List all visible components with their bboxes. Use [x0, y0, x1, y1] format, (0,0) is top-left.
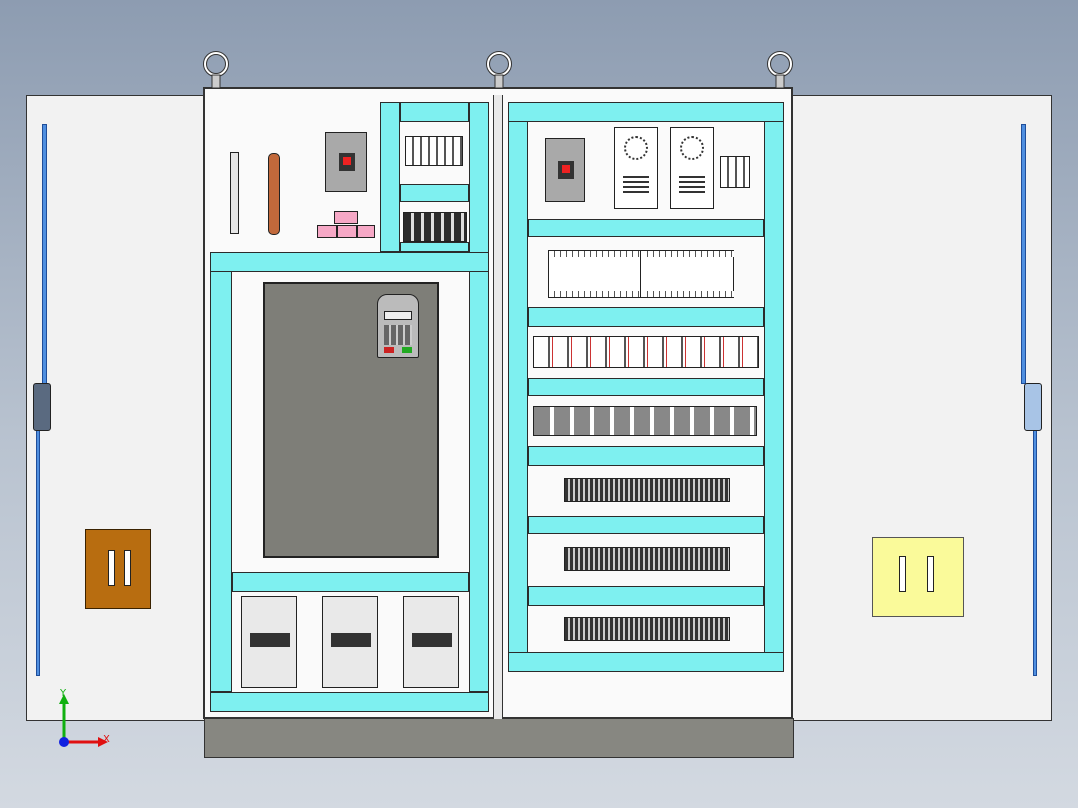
right-duct-rung — [528, 378, 764, 396]
terminal-strip-row — [564, 547, 730, 571]
vent-slots — [679, 176, 705, 194]
plc-io-module — [642, 251, 734, 297]
y-axis-label: Y — [60, 688, 67, 699]
fan-icon — [680, 136, 704, 160]
left-duct-rung — [400, 242, 469, 252]
fuse-block — [317, 225, 337, 238]
cabinet-plinth — [204, 718, 794, 758]
right-duct-rung — [528, 219, 764, 237]
cabinet-center-divider — [493, 95, 503, 719]
lifting-eyes — [203, 51, 793, 89]
right-door-latch — [1024, 383, 1042, 431]
left-duct-outer-left — [210, 252, 232, 692]
left-door-rod — [42, 124, 47, 384]
lifting-eye-icon — [486, 51, 512, 89]
left-duct-rung — [400, 184, 469, 202]
vent-slots — [623, 176, 649, 194]
contactor-coil-label — [412, 633, 452, 647]
contactor — [403, 596, 459, 688]
small-breaker-pair — [720, 156, 750, 188]
z-axis-origin-icon — [59, 737, 69, 747]
terminal-strip-row — [564, 478, 730, 502]
relay-row — [533, 406, 757, 436]
vfd-run-button — [402, 347, 412, 353]
variable-frequency-drive-icon — [377, 294, 419, 358]
right-duct-top — [508, 102, 784, 122]
left-door-handle[interactable] — [85, 529, 151, 609]
left-duct-outer-right — [469, 102, 489, 692]
fuse-block — [357, 225, 375, 238]
right-duct-rung — [528, 307, 764, 327]
y-axis-arrow-icon — [59, 694, 69, 704]
vfd-keypad — [384, 325, 412, 345]
right-duct-rung — [528, 586, 764, 606]
fan-icon — [624, 136, 648, 160]
right-duct-outer-right — [764, 102, 784, 672]
contactor-coil-label — [250, 633, 290, 647]
right-door-handle[interactable] — [872, 537, 964, 617]
handle-slot — [899, 556, 906, 592]
left-duct-mid — [232, 572, 469, 592]
left-door-latch — [33, 383, 51, 431]
variable-frequency-drive — [263, 282, 439, 558]
right-door-rod — [1021, 124, 1026, 384]
main-breaker — [325, 132, 367, 192]
fuse-block — [334, 211, 358, 224]
x-axis-arrow-icon — [98, 737, 108, 747]
breaker-trip-indicator — [343, 157, 351, 165]
handle-slot — [108, 550, 115, 586]
contactor — [241, 596, 297, 688]
right-duct-rung — [528, 446, 764, 466]
lifting-eye-icon — [203, 51, 229, 89]
terminal-strip-row — [564, 617, 730, 641]
left-duct-vertical-upper — [380, 102, 400, 252]
neutral-busbar — [268, 153, 280, 235]
right-duct-bottom — [508, 652, 784, 672]
right-door[interactable] — [791, 95, 1052, 721]
left-duct-top — [210, 252, 489, 272]
right-duct-rung — [528, 516, 764, 534]
contactor-coil-label — [331, 633, 371, 647]
contactor — [322, 596, 378, 688]
left-duct-rung — [400, 102, 469, 122]
ground-terminal-strip — [230, 152, 239, 234]
control-breaker — [545, 138, 585, 202]
lifting-eye-icon — [767, 51, 793, 89]
miniature-breaker-strip — [533, 336, 759, 368]
fuse-block — [337, 225, 357, 238]
vfd-stop-button — [384, 347, 394, 353]
right-duct-outer-left — [508, 102, 528, 672]
handle-slot — [124, 550, 131, 586]
left-door-rod-lower — [36, 430, 40, 676]
right-door-rod-lower — [1033, 430, 1037, 676]
power-supply-unit — [614, 127, 658, 209]
plc-cpu-module — [549, 251, 641, 297]
breaker-trip-indicator — [562, 165, 570, 173]
miniature-breaker-row — [405, 136, 463, 166]
vfd-display — [384, 311, 412, 320]
left-door[interactable] — [26, 95, 206, 721]
axis-triad — [59, 694, 108, 747]
plc-rack — [548, 250, 734, 298]
left-duct-bottom — [210, 692, 489, 712]
power-supply-unit — [670, 127, 714, 209]
handle-slot — [927, 556, 934, 592]
x-axis-label: X — [103, 734, 110, 745]
terminal-block-row — [403, 212, 467, 242]
